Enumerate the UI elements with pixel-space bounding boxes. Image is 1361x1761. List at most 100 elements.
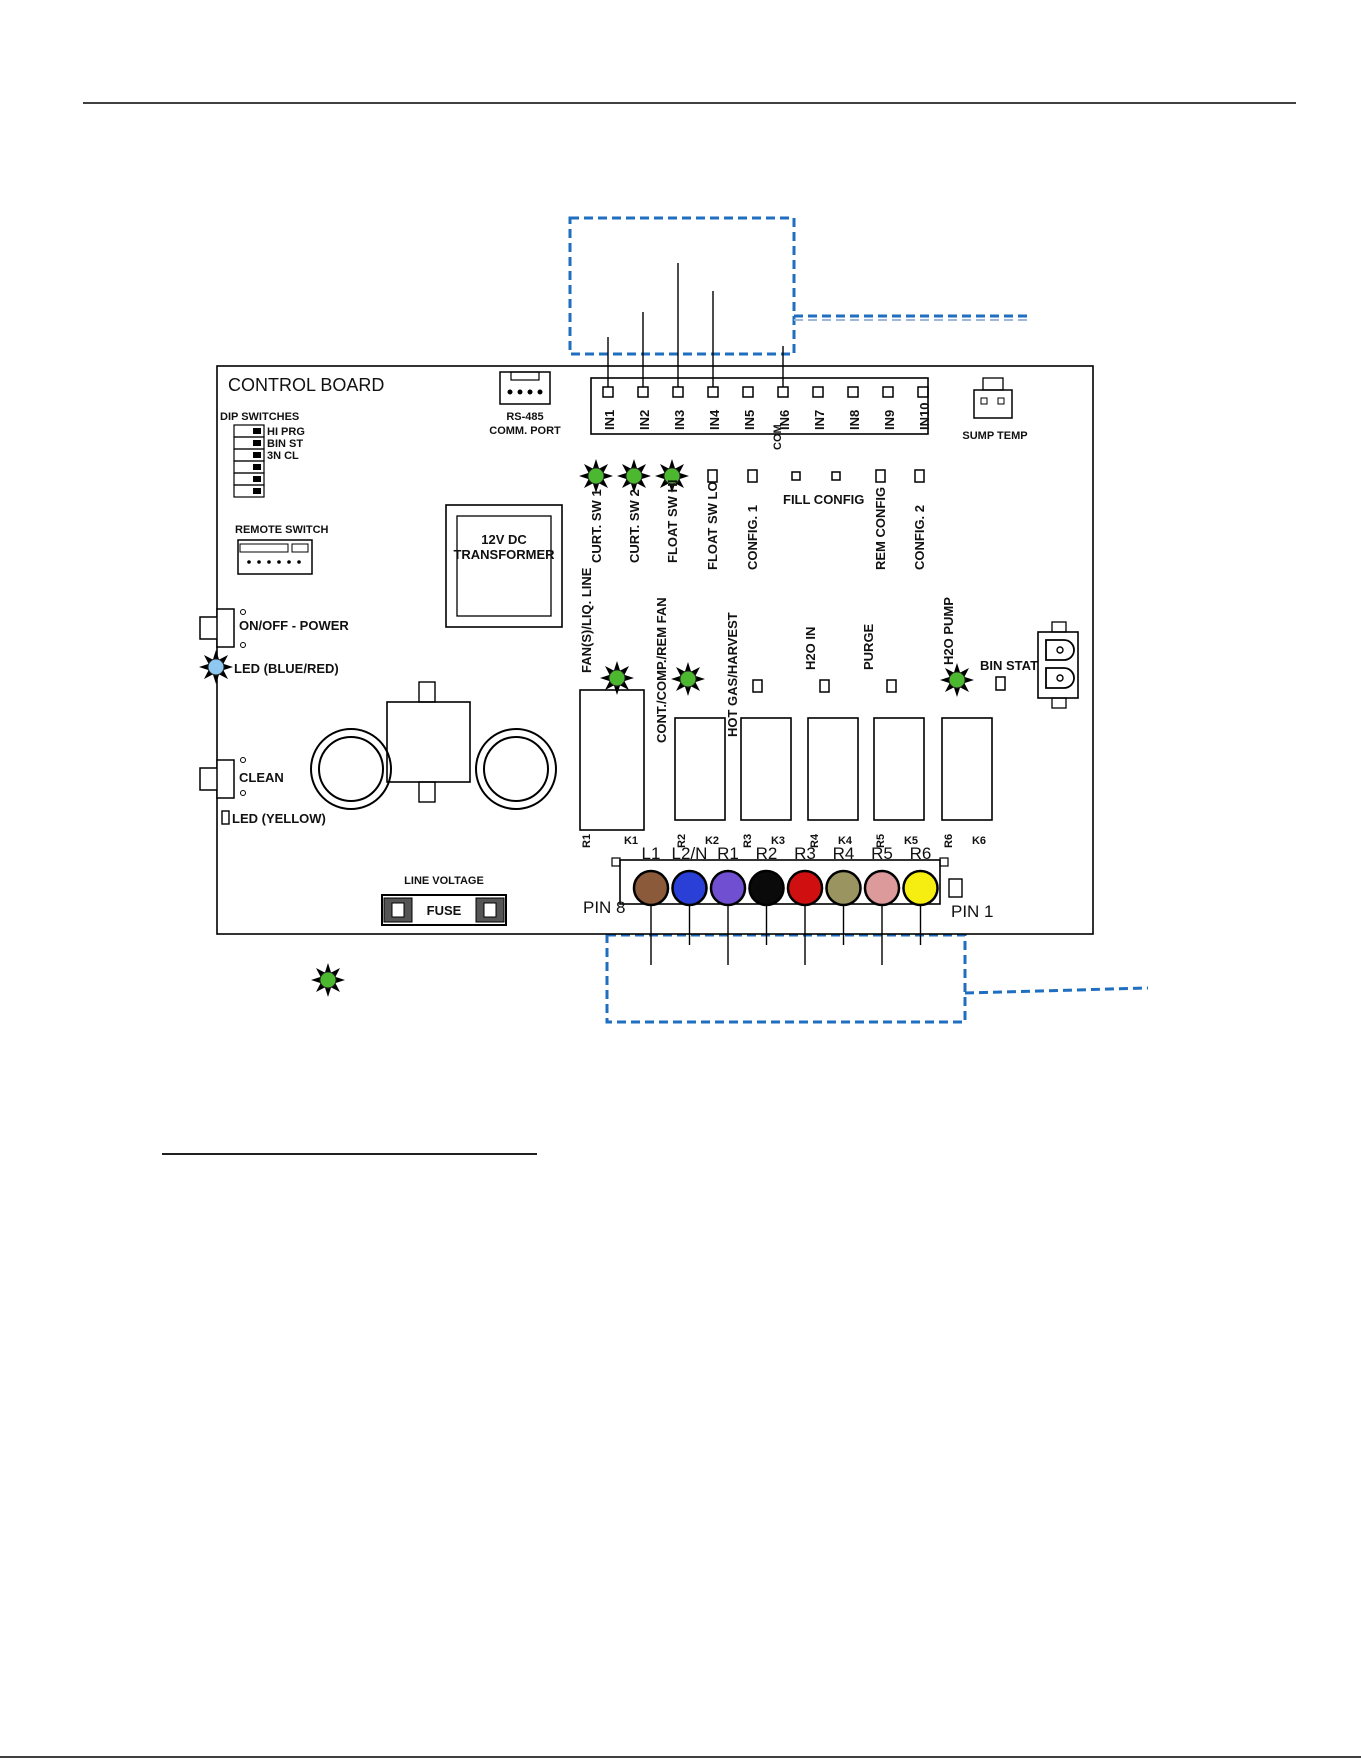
capacitor-right-inner [483,736,549,802]
wire-label: L2/N [672,844,708,863]
dip-switch-knob [253,488,261,494]
pin1-label: PIN 1 [951,902,994,921]
dip-switch-knob [253,476,261,482]
legend-led-on-icon-center [319,971,337,989]
relay-pin-label: K2 [705,835,719,847]
input-led-off [707,469,718,483]
dip-switch-label: HI PRG [267,426,305,438]
pin1-tab [939,857,949,867]
input-pin [672,386,684,398]
input-function-label: FLOAT SW HI [665,479,680,563]
wire-color-dot [748,869,785,907]
input-pin-label: IN6 [777,410,792,430]
wire-color-dot [671,869,708,907]
input-pin [602,386,614,398]
input-pin-label: IN3 [672,410,687,430]
transformer-label-2: TRANSFORMER [453,547,555,562]
board-title: CONTROL BOARD [228,375,384,395]
clean-button-base[interactable] [216,759,235,799]
remote-switch-tab [239,543,289,553]
power-button-label: ON/OFF - POWER [239,618,349,633]
input-function-label: CURT. SW 1 [589,489,604,563]
power-button-contact [240,609,246,615]
relay-body [807,717,859,821]
bin-stat-pin [1056,674,1064,682]
relay-led-off [819,679,830,693]
wire-color-dot [825,869,862,907]
input-pin-label: IN7 [812,410,827,430]
remote-switch-tab [291,543,309,553]
power-button-base[interactable] [216,608,235,648]
relay-pin-label: K4 [838,835,853,847]
input-function-label: CONFIG. 2 [912,505,927,570]
com-label: COM [772,424,784,450]
input-function-label: CONFIG. 1 [745,505,760,570]
wire-label: R4 [833,844,855,863]
clean-button-body[interactable] [199,767,219,791]
relay-pin-label: R2 [676,834,688,848]
wire-callout-leader [964,986,1149,995]
wire-terminal: L2/N [671,844,708,945]
clean-button[interactable]: CLEAN [199,757,284,799]
bin-stat-socket [1045,667,1075,689]
comm-port-label-1: RS-485 [506,411,543,423]
legend-led-on-icon [311,963,345,997]
remote-switch-pin [267,560,271,564]
wire-label: R6 [910,844,932,863]
remote-switch-pin [287,560,291,564]
power-button-contact [240,642,246,648]
comm-port-pin [527,389,533,395]
sump-temp-pin [997,397,1005,405]
dip-switch[interactable] [233,484,265,498]
pin8-label: PIN 8 [583,898,626,917]
input-led-off [747,469,758,483]
relay-led-on-icon-center [608,669,626,687]
input-pin-label: IN2 [637,410,652,430]
power-button[interactable]: ON/OFF - POWER [199,608,349,648]
remote-switch-pin [257,560,261,564]
bin-stat-tab [1051,697,1067,709]
bin-stat-led [995,676,1006,691]
input-pin-label: IN4 [707,409,722,430]
fuse-label: FUSE [427,903,462,918]
relay-pin-label: R3 [742,834,754,848]
power-led-icon-center [207,658,225,676]
fill-config-led [831,471,841,481]
capacitor-left-inner [318,736,384,802]
remote-switch-connector [237,539,313,575]
dip-switch-knob [253,440,261,446]
input-pin-label: IN1 [602,410,617,430]
sump-temp: SUMP TEMP [962,377,1028,442]
relay-pin-label: K3 [771,835,785,847]
input-pin [917,386,929,398]
wire-color-dot [632,869,670,907]
transformer-inner [456,515,552,617]
dip-switch-label: 3N CL [267,450,299,462]
power-button-body[interactable] [199,616,219,640]
sump-temp-connector [973,389,1013,419]
wire-label: R2 [756,844,778,863]
relay-led-on-icon-center [679,670,697,688]
comm-port-tab [510,371,540,381]
comm-port-pin [537,389,543,395]
wire-callout [605,933,1149,1024]
input-pin [847,386,859,398]
relay-body [674,717,726,821]
wire-callout-box [605,933,967,1024]
comm-port-connector [499,371,551,405]
inductor-body [386,701,471,783]
clean-led [221,810,230,825]
dip-switch-knob [253,452,261,458]
clean-button-contact [240,757,246,763]
pin8-tab [611,857,621,867]
bin-stat-pin [1056,646,1064,654]
fill-config-label: FILL CONFIG [783,492,864,507]
wire-label: R1 [717,844,739,863]
input-callout-box [568,216,796,356]
